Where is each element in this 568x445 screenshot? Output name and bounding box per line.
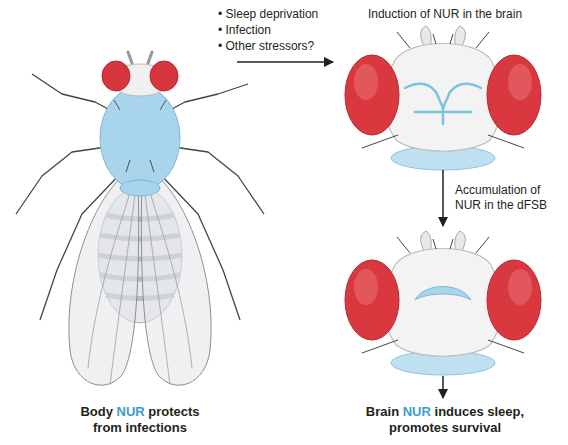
wing	[69, 170, 139, 385]
word-space	[122, 420, 126, 435]
caption-text: Brain NUR induces sleep, promotes surviv…	[355, 404, 535, 436]
caption-text: Body NUR protects from infections	[70, 404, 210, 436]
vein	[146, 180, 192, 368]
antenna	[128, 52, 133, 66]
antenna	[147, 52, 152, 66]
word: survival	[452, 420, 501, 435]
arrow-label: Accumulation of NUR in the dFSB	[453, 182, 562, 214]
outcome-arrow	[442, 376, 444, 398]
word: NUR	[433, 7, 459, 21]
word: in	[463, 7, 472, 21]
word-space	[492, 7, 495, 21]
thorax	[100, 86, 180, 190]
word-space	[459, 7, 462, 21]
figure-panel: Induction of NUR in the brain	[335, 2, 555, 168]
brain-head	[345, 26, 541, 170]
word: NUR	[403, 404, 431, 419]
stressor-item: • Other stressors?	[218, 38, 314, 54]
word: protects	[148, 404, 199, 419]
wing	[141, 170, 211, 385]
word-space	[399, 404, 403, 419]
vein	[88, 180, 134, 368]
word: NUR	[117, 404, 145, 419]
dfsb-accumulation	[415, 287, 471, 301]
word: from	[93, 420, 122, 435]
heading-text: Induction of NUR in the brain	[368, 6, 522, 22]
word: sleep,	[487, 404, 524, 419]
word: Induction	[368, 7, 417, 21]
word-space	[430, 7, 433, 21]
brain-structure	[442, 108, 445, 124]
fly-illustration	[16, 52, 264, 385]
word: Body	[80, 404, 113, 419]
vein	[110, 186, 136, 385]
brain-head	[345, 231, 541, 375]
brain-structure	[405, 84, 481, 108]
word: Brain	[366, 404, 399, 419]
word-space	[472, 7, 475, 21]
vein	[144, 186, 170, 385]
word-space	[113, 404, 117, 419]
scutellum	[120, 180, 160, 196]
brain-structure	[415, 111, 471, 114]
figure-panel: Body NUR protects from infections	[45, 40, 235, 440]
bristle	[114, 100, 120, 110]
stressor-item: • Sleep deprivation	[218, 6, 318, 22]
process-arrow	[237, 61, 333, 63]
nur-brain-induction	[405, 84, 481, 124]
word-space	[431, 404, 435, 419]
bristle	[126, 160, 130, 172]
word-space	[417, 7, 420, 21]
word: induces	[435, 404, 484, 419]
figure-panel: Brain NUR induces sleep, promotes surviv…	[335, 228, 555, 440]
thorax-bristles	[114, 100, 166, 172]
bristle	[160, 100, 166, 110]
compound-eye	[102, 61, 130, 91]
word: brain	[495, 7, 522, 21]
compound-eye	[150, 61, 178, 91]
word-space	[484, 404, 488, 419]
stressor-item: • Infection	[218, 22, 271, 38]
word-space	[448, 420, 452, 435]
bristle	[150, 160, 154, 172]
word-space	[145, 404, 149, 419]
wing-veins	[88, 180, 192, 385]
process-arrow	[442, 170, 444, 226]
word: the	[475, 7, 492, 21]
word: of	[420, 7, 430, 21]
word: infections	[126, 420, 187, 435]
word: promotes	[389, 420, 448, 435]
